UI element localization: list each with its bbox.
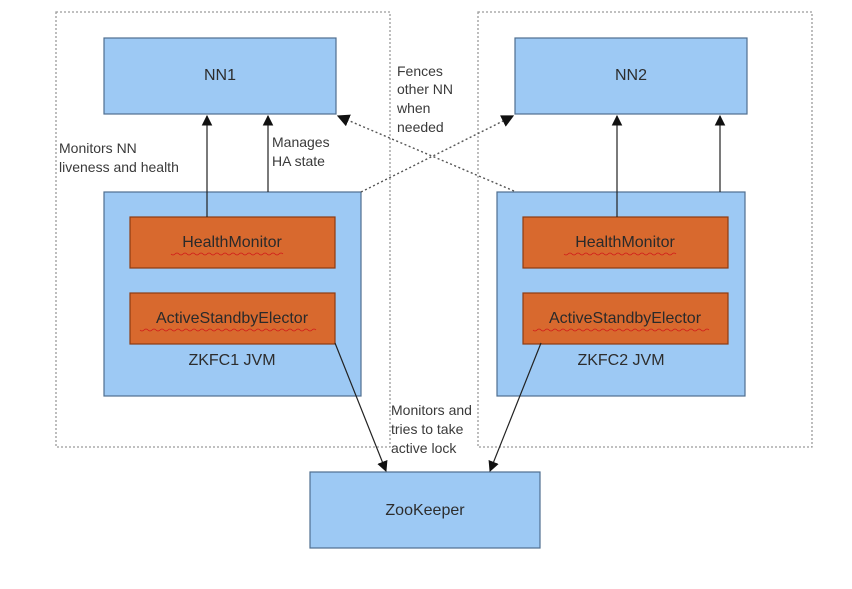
zkfc2-active-standby-elector [522, 292, 729, 345]
arrow-elector2-to-zookeeper [488, 342, 542, 473]
nn1-node: NN1 [103, 37, 337, 115]
zkfc2-health-monitor-label: HealthMonitor [575, 234, 675, 251]
zkfc1-jvm-label: ZKFC1 JVM [188, 352, 275, 369]
group-left-border [55, 11, 391, 448]
zkfc1-health-monitor-label: HealthMonitor [182, 234, 282, 251]
zkfc1-health-monitor [129, 216, 336, 269]
fence-arrow-zkfc2-to-nn1 [336, 114, 515, 192]
annotation-active-lock: Monitors and tries to take active lock [391, 402, 476, 456]
zkfc2-jvm-label: ZKFC2 JVM [577, 352, 664, 369]
zkfc2-elector-spellcheck-squiggle [532, 328, 710, 332]
annotation-manages-ha: Manages HA state [272, 134, 333, 169]
zkfc1-elector-spellcheck-squiggle [139, 328, 317, 332]
zookeeper-node: ZooKeeper [309, 471, 541, 549]
arrow-elector1-to-zookeeper [334, 342, 388, 473]
annotation-monitors-nn: Monitors NN liveness and health [59, 140, 179, 175]
zkfc1-active-standby-elector [129, 292, 336, 345]
nn2-node: NN2 [514, 37, 748, 115]
zkfc1-jvm: HealthMonitor ActiveStandbyElector ZKFC1… [103, 191, 362, 397]
fence-arrow-zkfc1-to-nn2 [360, 115, 515, 193]
zookeeper-label: ZooKeeper [385, 502, 465, 519]
nn2-label: NN2 [615, 67, 647, 84]
zkfc2-health-spellcheck-squiggle [563, 252, 677, 256]
zkfc2-jvm: HealthMonitor ActiveStandbyElector ZKFC2… [496, 191, 746, 397]
zkfc2-elector-label: ActiveStandbyElector [549, 310, 702, 327]
nn1-label: NN1 [204, 67, 236, 84]
group-right-border [477, 11, 813, 448]
annotation-fences: Fences other NN when needed [396, 63, 457, 135]
zkfc1-health-spellcheck-squiggle [170, 252, 284, 256]
zkfc1-elector-label: ActiveStandbyElector [156, 310, 309, 327]
zkfc2-health-monitor [522, 216, 729, 269]
